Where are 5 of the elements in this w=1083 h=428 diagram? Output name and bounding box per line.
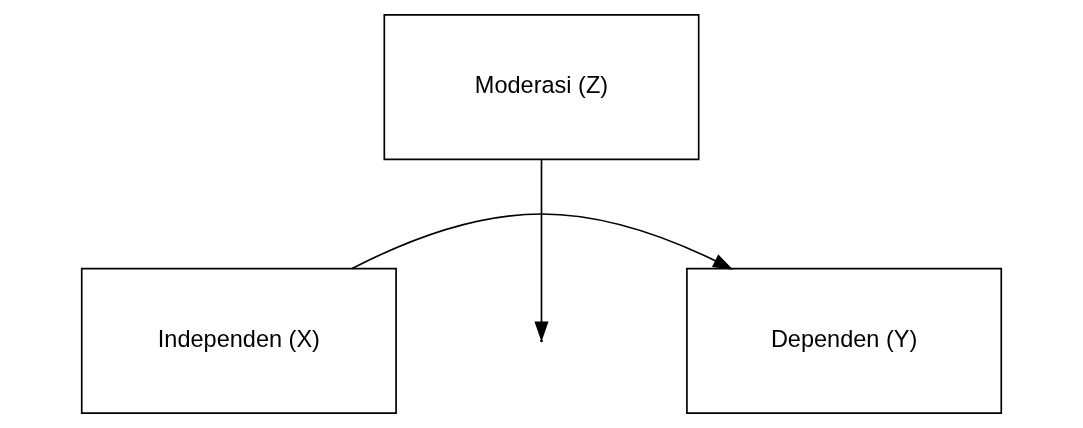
- node-box: Moderasi (Z): [383, 13, 700, 161]
- node-box: Independen (X): [80, 267, 397, 415]
- arrow: [534, 159, 549, 342]
- node-box: Dependen (Y): [686, 267, 1003, 415]
- arrow: [351, 213, 734, 270]
